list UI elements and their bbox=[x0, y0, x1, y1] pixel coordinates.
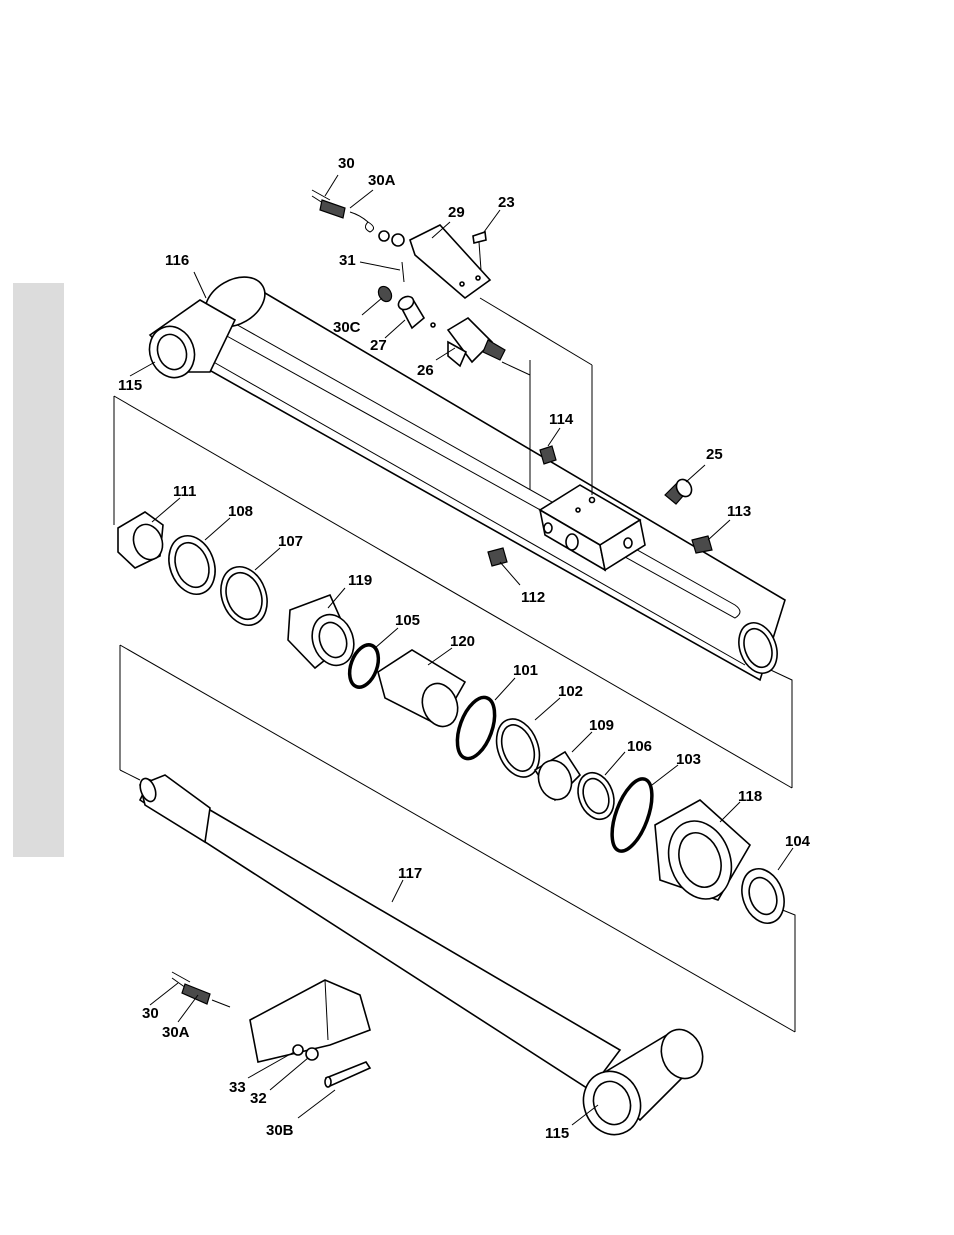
label-109: 109 bbox=[589, 717, 614, 734]
label-32: 32 bbox=[250, 1090, 267, 1107]
label-106: 106 bbox=[627, 738, 652, 755]
label-102: 102 bbox=[558, 683, 583, 700]
label-115-bottom: 115 bbox=[545, 1125, 569, 1142]
lower-linkage-parts bbox=[172, 972, 370, 1087]
label-30a-bottom: 30A bbox=[162, 1024, 190, 1041]
piston-rod-117 bbox=[137, 775, 709, 1143]
label-25: 25 bbox=[706, 446, 723, 463]
label-118: 118 bbox=[738, 788, 762, 805]
label-30a-top: 30A bbox=[368, 172, 396, 189]
label-108: 108 bbox=[228, 503, 253, 520]
label-101: 101 bbox=[513, 662, 538, 679]
label-30b: 30B bbox=[266, 1122, 294, 1139]
label-30-bottom: 30 bbox=[142, 1005, 159, 1022]
label-117: 117 bbox=[398, 865, 422, 882]
label-111: 111 bbox=[173, 483, 196, 500]
label-27: 27 bbox=[370, 337, 387, 354]
label-30-top: 30 bbox=[338, 155, 355, 172]
label-120: 120 bbox=[450, 633, 475, 650]
label-26: 26 bbox=[417, 362, 434, 379]
label-23: 23 bbox=[498, 194, 515, 211]
label-33: 33 bbox=[229, 1079, 246, 1096]
label-30c: 30C bbox=[333, 319, 361, 336]
label-115-top: 115 bbox=[118, 377, 142, 394]
label-103: 103 bbox=[676, 751, 701, 768]
label-114: 114 bbox=[549, 411, 574, 428]
label-104: 104 bbox=[785, 833, 811, 850]
label-105: 105 bbox=[395, 612, 420, 629]
label-31: 31 bbox=[339, 252, 356, 269]
label-119: 119 bbox=[348, 572, 372, 589]
label-112: 112 bbox=[521, 589, 545, 606]
label-29: 29 bbox=[448, 204, 465, 221]
label-116: 116 bbox=[165, 252, 189, 269]
label-107: 107 bbox=[278, 533, 303, 550]
label-113: 113 bbox=[727, 503, 751, 520]
